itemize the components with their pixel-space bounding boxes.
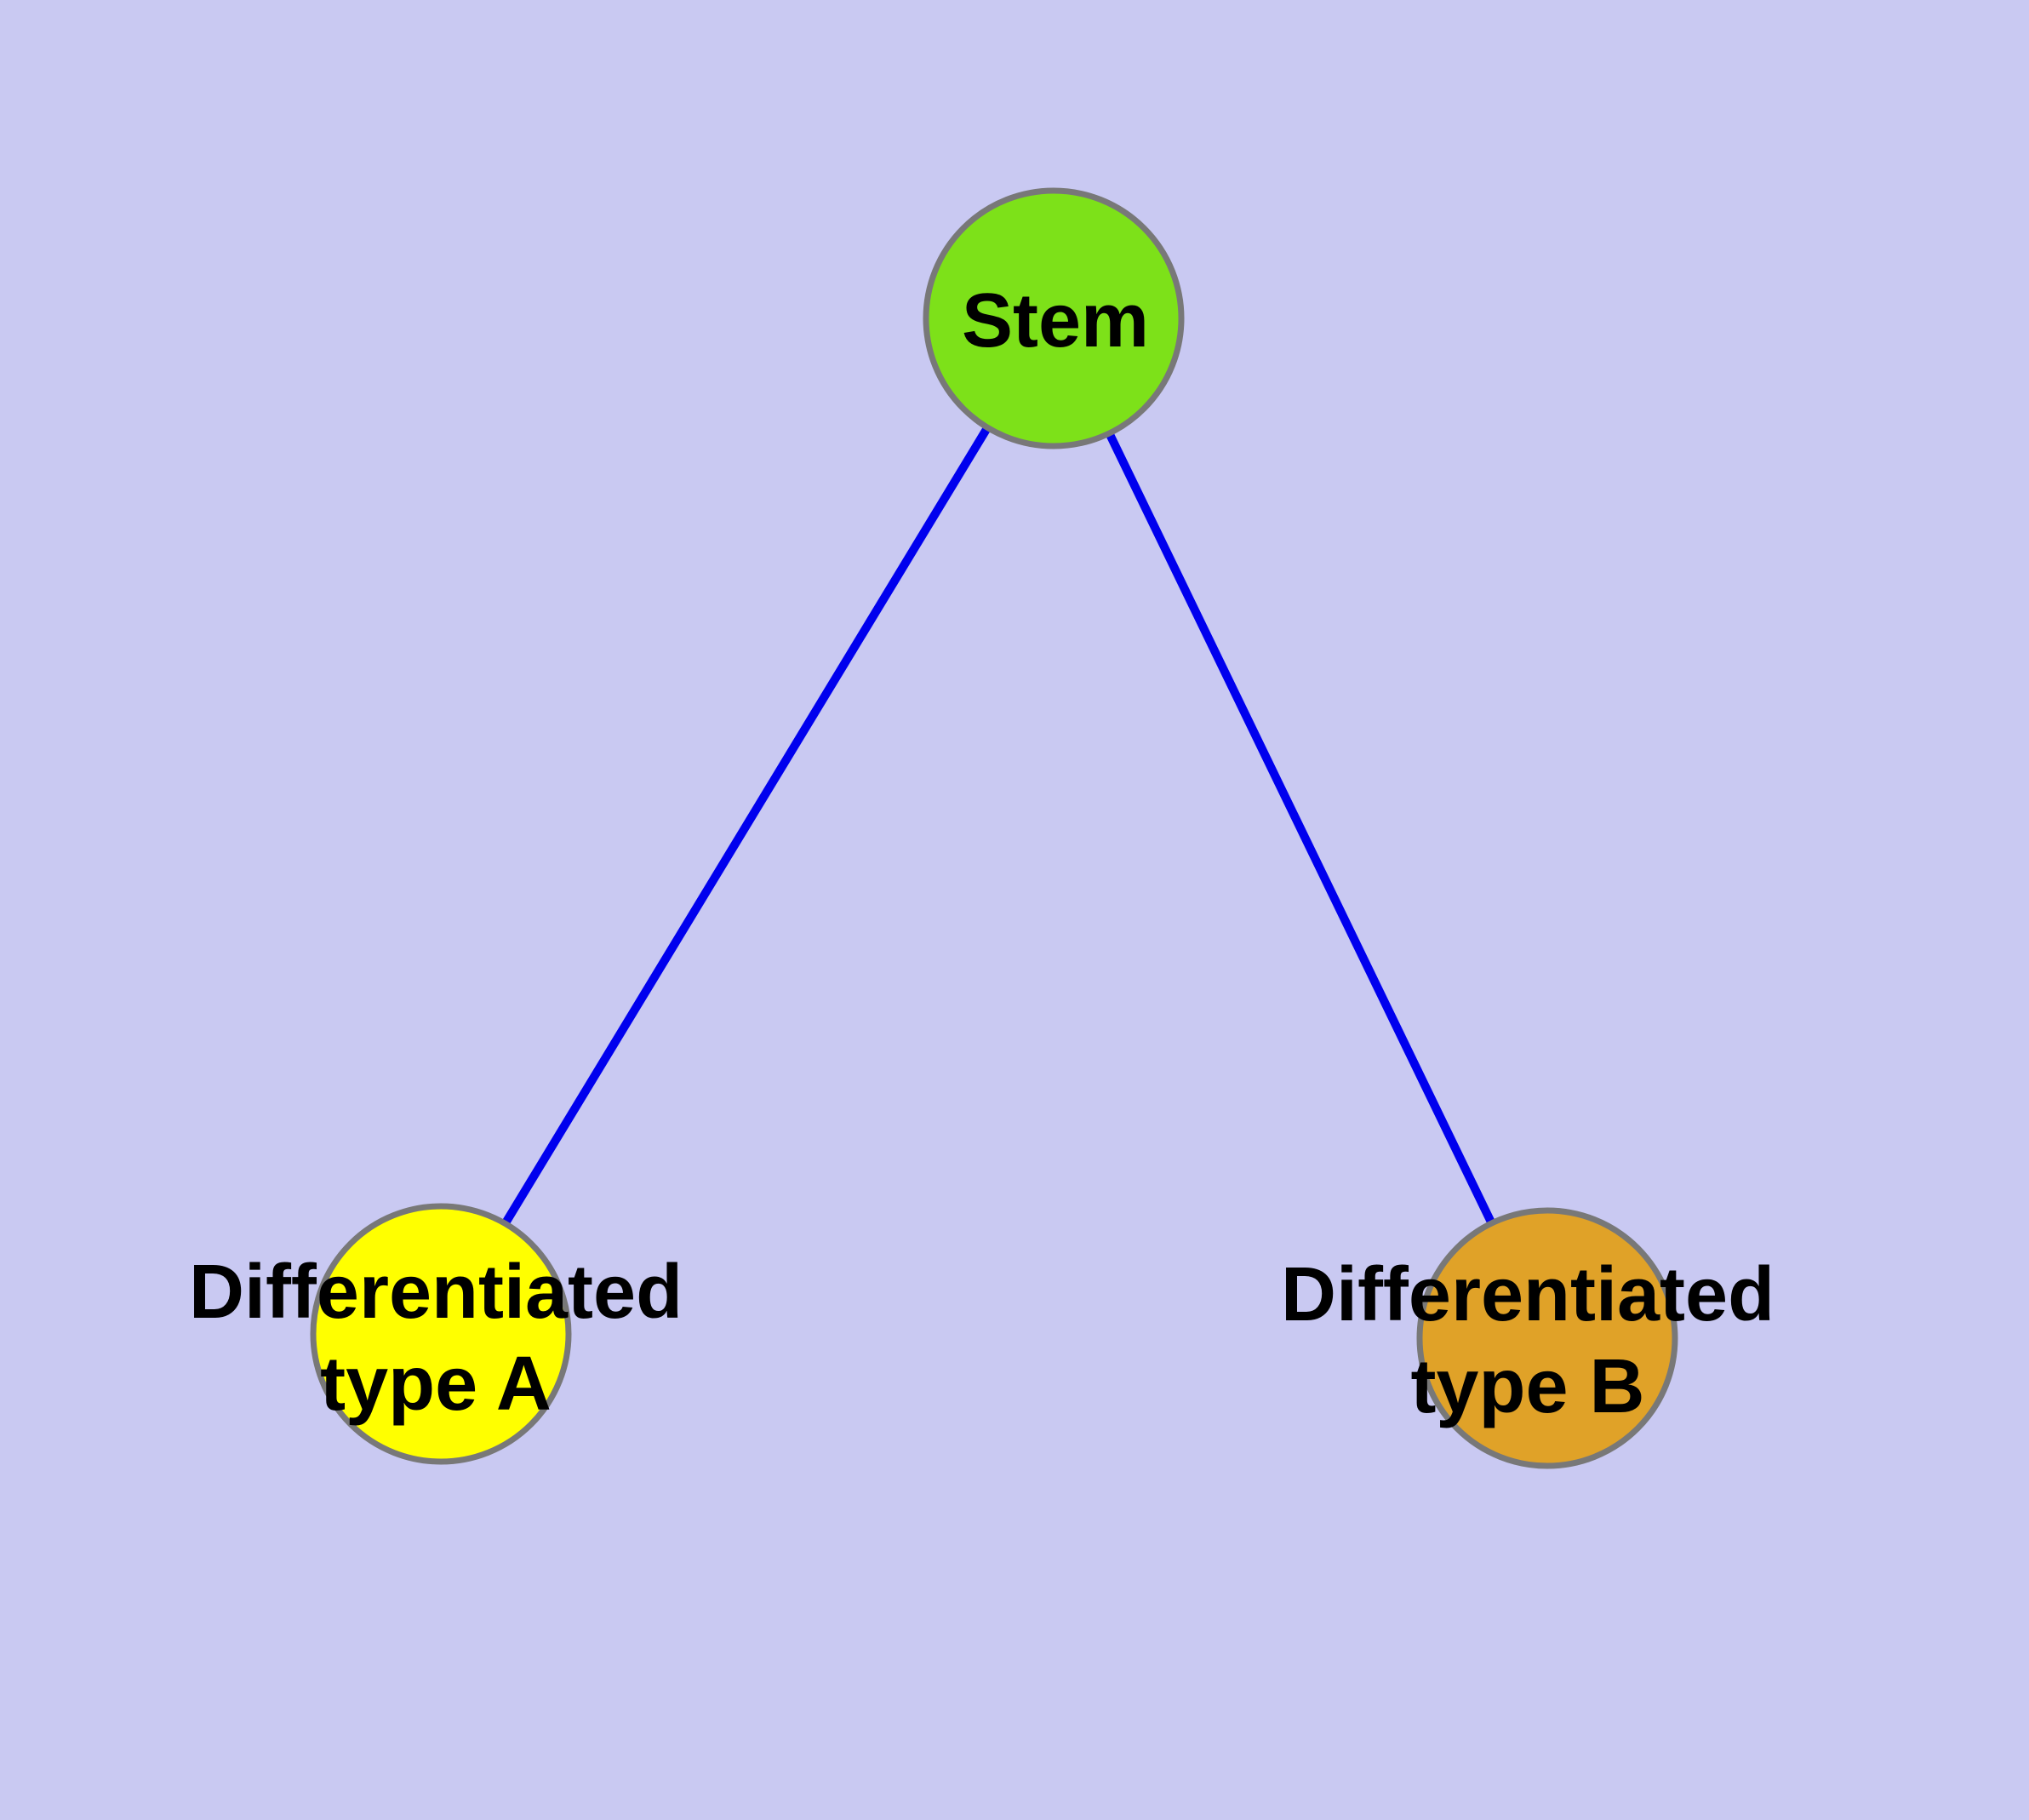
node-stem-circle (923, 187, 1185, 449)
edge-stem-to-type-b (1049, 316, 1552, 1341)
node-type-b-circle (1416, 1207, 1678, 1469)
edge-stem-to-type-a (434, 316, 1058, 1336)
node-type-a-circle (310, 1203, 572, 1465)
